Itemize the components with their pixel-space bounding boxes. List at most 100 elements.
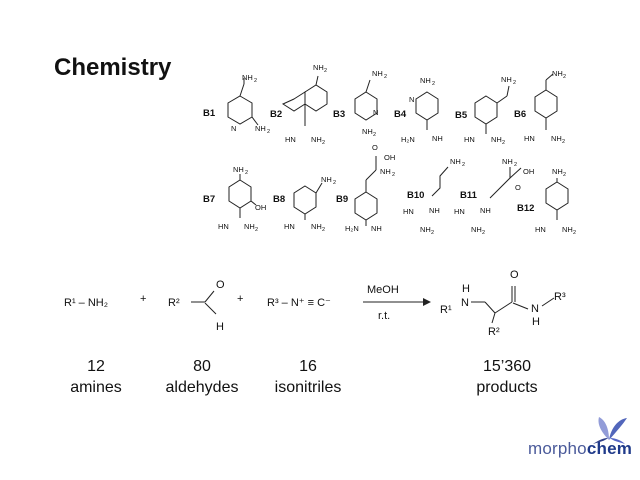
svg-text:HN: HN <box>524 134 535 143</box>
svg-text:HN: HN <box>285 135 296 144</box>
slide-title: Chemistry <box>54 54 172 81</box>
label-b6: B6 <box>514 109 526 120</box>
label-b1: B1 <box>203 108 216 119</box>
product-r3: R³ <box>554 291 566 303</box>
plus-sign-2: + <box>237 293 243 305</box>
svg-text:HN: HN <box>218 222 229 231</box>
svg-text:NH: NH <box>244 222 255 231</box>
label-b2: B2 <box>270 109 282 120</box>
svg-text:HN: HN <box>454 207 465 216</box>
svg-text:2: 2 <box>482 230 485 236</box>
svg-text:NH: NH <box>552 167 563 176</box>
svg-text:2: 2 <box>431 230 434 236</box>
svg-text:NH: NH <box>380 167 391 176</box>
svg-text:NH: NH <box>311 135 322 144</box>
plus-sign-1: + <box>140 293 146 305</box>
svg-text:NH: NH <box>432 134 443 143</box>
label-b8: B8 <box>273 194 285 205</box>
structure-b11: NH 2 OH O NH HN NH 2 <box>454 157 534 236</box>
svg-text:2: 2 <box>384 74 387 80</box>
butterfly-icon <box>593 417 627 444</box>
svg-text:NH: NH <box>372 69 383 78</box>
structure-b8: NH 2 HN NH 2 <box>284 175 336 233</box>
aldehyde-oxygen: O <box>216 279 225 291</box>
svg-text:2: 2 <box>392 172 395 178</box>
product-h-2: H <box>532 316 540 328</box>
label-b4: B4 <box>394 109 407 120</box>
svg-text:HN: HN <box>535 225 546 234</box>
svg-text:NH: NH <box>480 206 491 215</box>
svg-text:NH: NH <box>233 165 244 174</box>
svg-text:2: 2 <box>513 80 516 86</box>
svg-text:2: 2 <box>333 180 336 186</box>
product-n-1: N <box>461 297 469 309</box>
aldehyde-hydrogen: H <box>216 321 224 333</box>
product-r1: R¹ <box>440 304 452 316</box>
structure-b9: O OH NH 2 H₂N NH <box>345 143 395 233</box>
svg-text:HN: HN <box>403 207 414 216</box>
label-b7: B7 <box>203 194 215 205</box>
label-b5: B5 <box>455 110 468 121</box>
svg-text:2: 2 <box>514 162 517 168</box>
svg-text:2: 2 <box>563 74 566 80</box>
svg-text:NH: NH <box>311 222 322 231</box>
aldehydes-label: aldehydes <box>165 379 239 396</box>
svg-text:NH: NH <box>321 175 332 184</box>
label-b9: B9 <box>336 194 348 205</box>
amine-formula: R¹ – NH₂ <box>64 297 108 309</box>
structure-b4: NH 2 N H₂N NH <box>401 76 443 144</box>
svg-text:2: 2 <box>502 140 505 146</box>
structure-b10: NH 2 NH HN NH 2 <box>403 157 465 236</box>
svg-text:NH: NH <box>562 225 573 234</box>
svg-text:2: 2 <box>322 227 325 233</box>
products-number: 15’360 <box>482 358 532 375</box>
svg-text:N: N <box>373 108 378 117</box>
product-oxygen: O <box>510 269 519 281</box>
svg-text:NH: NH <box>471 225 482 234</box>
reaction-scheme: R¹ – NH₂ + R² O H + R³ – N⁺ ≡ C⁻ MeOH r.… <box>64 269 566 338</box>
svg-text:2: 2 <box>267 129 270 135</box>
svg-text:NH: NH <box>362 127 373 136</box>
products-label: products <box>476 379 538 396</box>
aldehydes-count: 80 aldehydes <box>142 356 262 398</box>
svg-text:OH: OH <box>523 167 534 176</box>
svg-text:NH: NH <box>552 69 563 78</box>
aldehydes-number: 80 <box>193 358 211 375</box>
svg-text:2: 2 <box>573 230 576 236</box>
svg-text:O: O <box>372 143 378 152</box>
svg-text:2: 2 <box>562 139 565 145</box>
logo-wordmark: morphochem <box>528 439 632 459</box>
amines-label: amines <box>70 379 122 396</box>
product-r2: R² <box>488 326 500 338</box>
aldehyde-r2: R² <box>168 297 180 309</box>
svg-text:2: 2 <box>462 162 465 168</box>
amines-count: 12 amines <box>36 356 156 398</box>
reagent-label: MeOH <box>367 284 399 296</box>
svg-text:NH: NH <box>551 134 562 143</box>
structure-b2: NH 2 HN NH 2 <box>281 63 328 146</box>
structure-b7: NH 2 OH HN NH 2 <box>218 165 266 233</box>
amines-number: 12 <box>87 358 105 375</box>
svg-text:2: 2 <box>432 81 435 87</box>
svg-text:NH: NH <box>242 73 253 82</box>
label-b3: B3 <box>333 109 345 120</box>
structure-b3: NH 2 N NH 2 <box>354 69 387 138</box>
svg-text:2: 2 <box>245 170 248 176</box>
product-n-2: N <box>531 303 539 315</box>
svg-text:NH: NH <box>491 135 502 144</box>
svg-text:2: 2 <box>255 227 258 233</box>
morphochem-logo: morphochem <box>528 414 638 464</box>
label-b10: B10 <box>407 190 424 201</box>
svg-text:2: 2 <box>254 78 257 84</box>
svg-text:N: N <box>409 95 414 104</box>
conditions-label: r.t. <box>378 310 390 322</box>
product-h-1: H <box>462 283 470 295</box>
svg-text:NH: NH <box>313 63 324 72</box>
structure-b12: NH 2 HN NH 2 <box>535 167 576 236</box>
isonitrile-formula: R³ – N⁺ ≡ C⁻ <box>267 297 331 309</box>
svg-text:2: 2 <box>373 132 376 138</box>
svg-text:2: 2 <box>324 68 327 74</box>
isonitriles-count: 16 isonitriles <box>248 356 368 398</box>
isonitriles-number: 16 <box>299 358 317 375</box>
